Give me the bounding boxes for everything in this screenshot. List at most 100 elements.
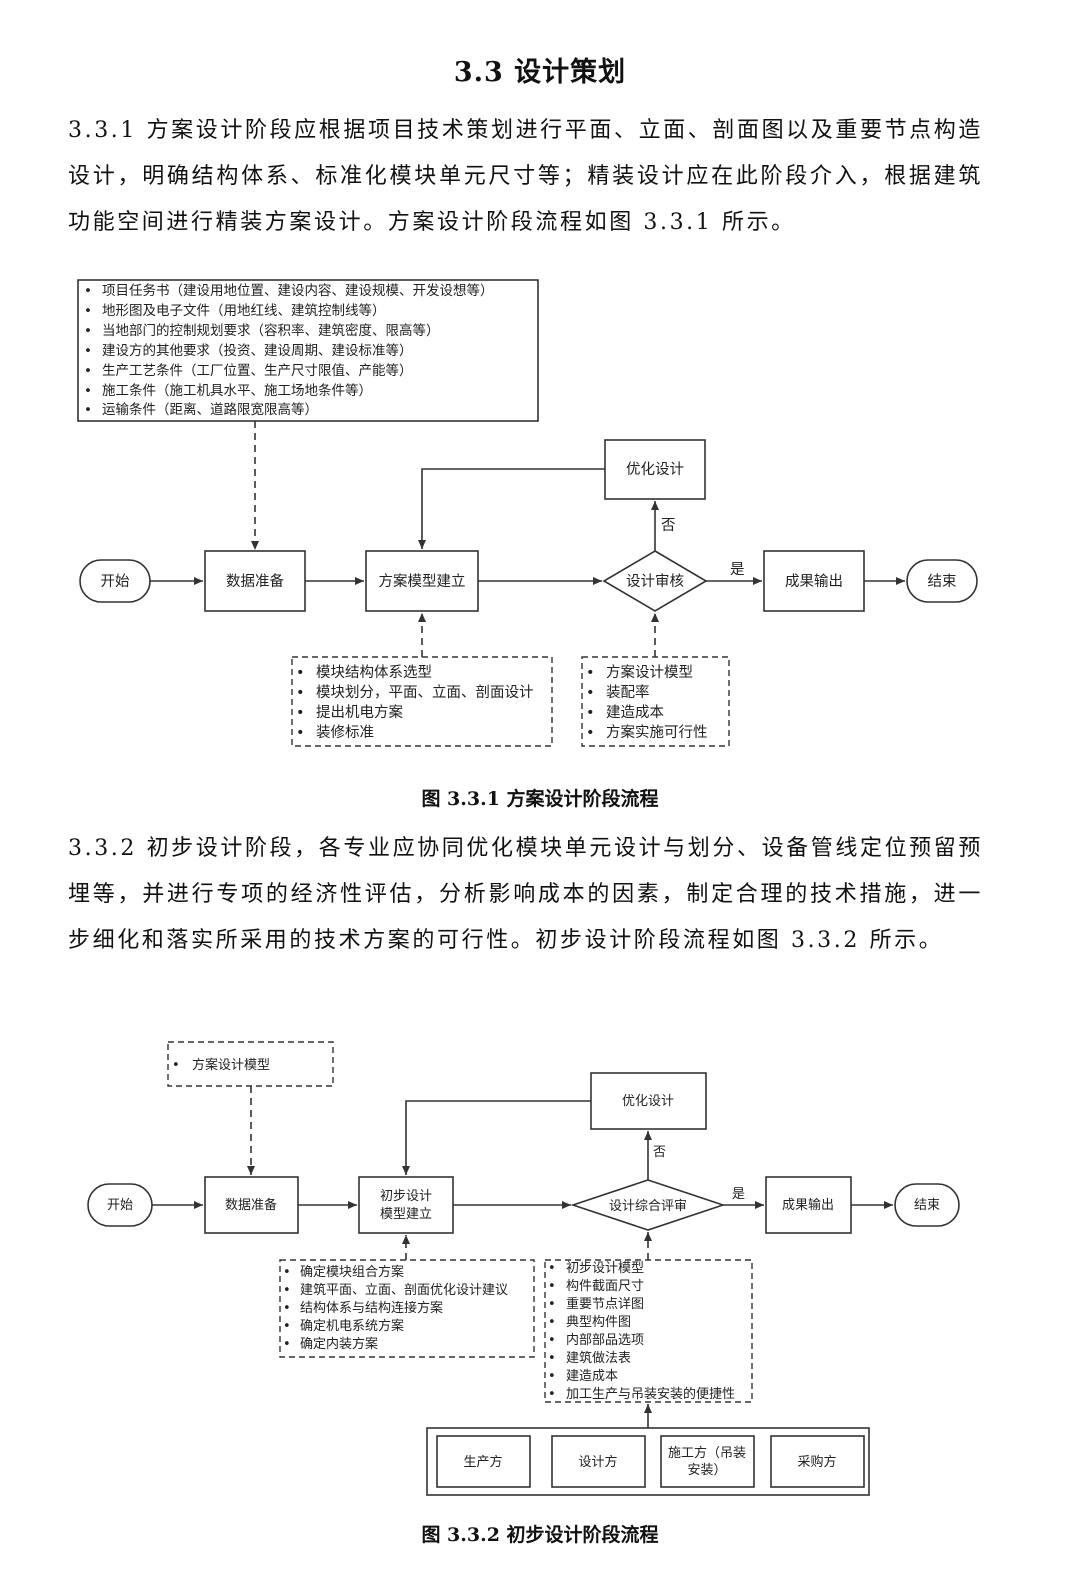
model-build-label-line1: 初步设计 [380,1189,432,1204]
review-items-box [544,1259,753,1403]
review-item: 初步设计模型 [566,1261,644,1276]
svg-text:•: • [586,725,595,741]
data-prep-box [204,1176,299,1234]
svg-text:•: • [548,1279,556,1294]
review-item: 建造成本 [606,704,664,721]
svg-text:•: • [283,1265,291,1280]
flowchart-3-3-1: • 项目任务书（建设用地位置、建设内容、建设规模、开发设想等） • 地形图及电子文件… [77,279,978,747]
svg-text:•: • [283,1301,291,1316]
party-box [770,1435,865,1488]
model-item: 建筑平面、立面、剖面优化设计建议 [300,1282,508,1298]
data-prep-label: 数据准备 [226,573,284,590]
data-prep-label: 数据准备 [225,1197,277,1213]
svg-text:•: • [172,1058,180,1073]
input-item: 当地部门的控制规划要求（容积率、建筑密度、限高等） [102,322,440,339]
input-item: 施工条件（施工机具水平、施工场地条件等） [102,382,372,399]
review-items-list: •方案设计模型 •装配率 •建造成本 •方案实施可行性 [586,663,708,741]
party-box [551,1435,646,1488]
model-build-box [365,550,479,612]
end-node [894,1183,960,1227]
optimize-loop-arrow [402,1100,591,1175]
section-heading: 3.3 设计策划 [453,57,627,88]
input-item: 运输条件（距离、道路限宽限高等） [102,401,318,418]
review-item: 方案实施可行性 [606,723,708,741]
no-label: 否 [661,518,676,534]
input-item: 生产工艺条件（工厂位置、生产尺寸限值、产能等） [102,362,413,379]
model-item: 提出机电方案 [316,703,403,721]
svg-text:•: • [296,725,305,741]
svg-text:•: • [586,665,595,681]
figure-3-3-1-caption: 图 3.3.1 方案设计阶段流程 [421,788,659,810]
model-item: 确定模块组合方案 [300,1264,404,1280]
review-items-list: • 初步设计模型 • 构件截面尺寸 • 重要节点详图 • 典型构件图 • 内部部品选项 •… [548,1261,735,1402]
review-item: 重要节点详图 [566,1296,644,1312]
svg-text:•: • [84,363,92,379]
input-item: 项目任务书（建设用地位置、建设内容、建设规模、开发设想等） [102,282,494,299]
optimize-label: 优化设计 [622,1094,674,1109]
optimize-box [604,439,706,500]
paragraph-3-3-1: 3.3.1 方案设计阶段应根据项目技术策划进行平面、立面、剖面图以及重要节点构造… [68,118,983,235]
svg-text:•: • [548,1387,556,1402]
model-items-list: •模块结构体系选型 •模块划分，平面、立面、剖面设计 •提出机电方案 •装修标准 [296,664,534,741]
review-item: 内部部品选项 [566,1332,644,1348]
review-label: 设计综合评审 [609,1199,687,1214]
party-label: 生产方 [463,1454,502,1470]
start-label: 开始 [101,573,130,590]
no-label: 否 [653,1145,666,1160]
model-item: 结构体系与结构连接方案 [300,1300,443,1316]
model-items-box [279,1259,535,1358]
yes-label: 是 [732,1187,745,1202]
svg-text:•: • [296,705,305,721]
model-build-box [358,1176,454,1234]
svg-text:•: • [548,1333,556,1348]
svg-text:•: • [283,1319,291,1334]
svg-text:•: • [283,1283,291,1298]
review-diamond [602,550,708,612]
input-model-box [167,1041,334,1087]
review-label: 设计审核 [626,573,684,590]
model-items-box [291,656,553,747]
optimize-box [590,1072,707,1130]
input-requirements-list: • 项目任务书（建设用地位置、建设内容、建设规模、开发设想等） • 地形图及电子文件… [84,282,494,418]
optimize-loop-arrow [418,468,605,549]
svg-text:•: • [84,323,92,339]
figure-3-3-2-caption: 图 3.3.2 初步设计阶段流程 [421,1524,659,1546]
party-label: 设计方 [578,1454,617,1470]
review-item: 建造成本 [566,1369,618,1384]
end-node [906,559,978,603]
party-label-line1: 施工方（吊装 [668,1445,746,1461]
svg-text:•: • [84,343,92,359]
svg-text:•: • [84,283,92,299]
party-label-line2: 安装） [687,1463,726,1478]
review-item: 建筑做法表 [566,1350,631,1366]
end-label: 结束 [928,573,957,590]
input-requirements-box [77,279,539,422]
party-box [660,1435,755,1488]
svg-text:•: • [548,1315,556,1330]
model-item: 装修标准 [316,724,374,741]
review-diamond [570,1179,726,1231]
output-box [765,1176,852,1234]
end-label: 结束 [914,1198,940,1213]
svg-text:•: • [283,1337,291,1352]
svg-text:•: • [548,1351,556,1366]
svg-text:•: • [548,1297,556,1312]
svg-text:•: • [586,685,595,701]
data-prep-box [204,550,306,612]
model-item: 确定内装方案 [300,1336,378,1352]
party-label: 采购方 [797,1454,836,1470]
model-item: 模块结构体系选型 [316,664,432,681]
model-items-list: • 确定模块组合方案 • 建筑平面、立面、剖面优化设计建议 • 结构体系与结构连接方案… [283,1264,508,1352]
svg-text:•: • [84,303,92,319]
review-item: 典型构件图 [566,1315,631,1330]
optimize-label: 优化设计 [626,461,684,478]
input-item: 地形图及电子文件（用地红线、建筑控制线等） [102,302,386,319]
svg-text:•: • [296,665,305,681]
svg-text:•: • [84,402,92,418]
output-label: 成果输出 [782,1197,834,1213]
review-item: 构件截面尺寸 [566,1279,644,1294]
review-item: 装配率 [606,684,650,701]
flowchart-3-3-2: • 方案设计模型 开始 数据准备 初步设计 模型建立 设计综合评审 优化设计 否… [87,1041,960,1496]
svg-text:•: • [548,1369,556,1384]
review-item: 加工生产与吊装安装的便捷性 [566,1386,735,1402]
